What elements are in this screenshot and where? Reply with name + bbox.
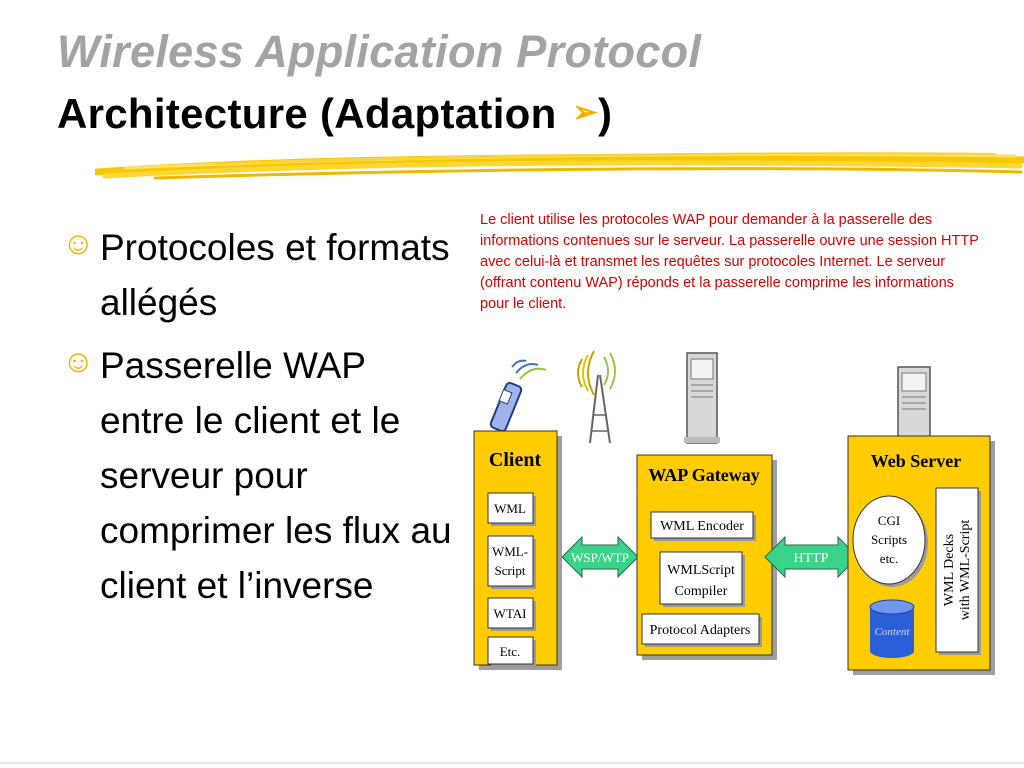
gateway-item-wmlscript: WMLScript: [667, 563, 735, 578]
wap-architecture-diagram: Client WML WML- Script WTAI Etc. WSP/WTP…: [473, 350, 995, 675]
server-decks-1: WML Decks: [942, 534, 957, 606]
client-item-etc: Etc.: [500, 644, 521, 659]
server-decks-2: with WML-Script: [958, 520, 973, 621]
bullet-item: ☺ Passerelle WAP entre le client et le s…: [58, 338, 458, 613]
database-icon: Content: [869, 599, 915, 658]
server-cgi-2: Scripts: [871, 532, 907, 547]
server-cgi-3: etc.: [880, 551, 898, 566]
client-title: Client: [489, 449, 542, 471]
arrow-bullet-icon: ➢: [572, 96, 598, 129]
client-item-wml: WML: [494, 501, 526, 516]
mobile-phone-icon: [489, 359, 547, 433]
bullet-text: Passerelle WAP entre le client et le ser…: [100, 345, 452, 606]
client-item-wmlscript-1: WML-: [492, 544, 528, 559]
client-box: Client WML WML- Script WTAI Etc.: [473, 430, 562, 670]
server-cgi-1: CGI: [878, 513, 900, 528]
bullet-item: ☺ Protocoles et formats allégés: [58, 220, 458, 330]
gateway-item-protocol-adapters: Protocol Adapters: [650, 623, 751, 638]
bullet-text: Protocoles et formats allégés: [100, 227, 450, 323]
content-label: Content: [875, 626, 911, 638]
gateway-server-icon: [684, 352, 720, 444]
client-item-wtai: WTAI: [494, 606, 527, 621]
server-title: Web Server: [871, 451, 961, 471]
brush-underline: [95, 152, 1024, 180]
slide-title-line2: Architecture (Adaptation ➢): [57, 90, 612, 138]
explanation-note: Le client utilise les protocoles WAP pou…: [480, 212, 979, 312]
antenna-tower-icon: [577, 350, 616, 444]
wsp-wtp-label: WSP/WTP: [571, 550, 629, 565]
web-server-icon: [897, 366, 931, 446]
slide-title-line1: Wireless Application Protocol: [57, 26, 702, 77]
http-label: HTTP: [794, 551, 829, 566]
gateway-title: WAP Gateway: [648, 465, 760, 485]
slide-title-close: ): [598, 90, 613, 137]
http-arrow: HTTP: [764, 535, 859, 579]
gateway-item-compiler: Compiler: [675, 584, 728, 599]
bullet-list: ☺ Protocoles et formats allégés ☺ Passer…: [58, 220, 458, 621]
smiley-face-icon: ☺: [62, 343, 95, 379]
wsp-wtp-arrow: WSP/WTP: [561, 535, 639, 579]
client-item-wmlscript-2: Script: [494, 563, 525, 578]
web-server-box: Web Server CGI Scripts etc. Content WML …: [847, 435, 995, 675]
smiley-face-icon: ☺: [62, 225, 95, 261]
footer-divider: [0, 762, 1024, 764]
slide-title-text: Architecture (Adaptation: [57, 90, 557, 137]
wap-gateway-box: WAP Gateway WML Encoder WMLScript Compil…: [636, 454, 777, 660]
gateway-item-wml-encoder: WML Encoder: [660, 519, 744, 534]
